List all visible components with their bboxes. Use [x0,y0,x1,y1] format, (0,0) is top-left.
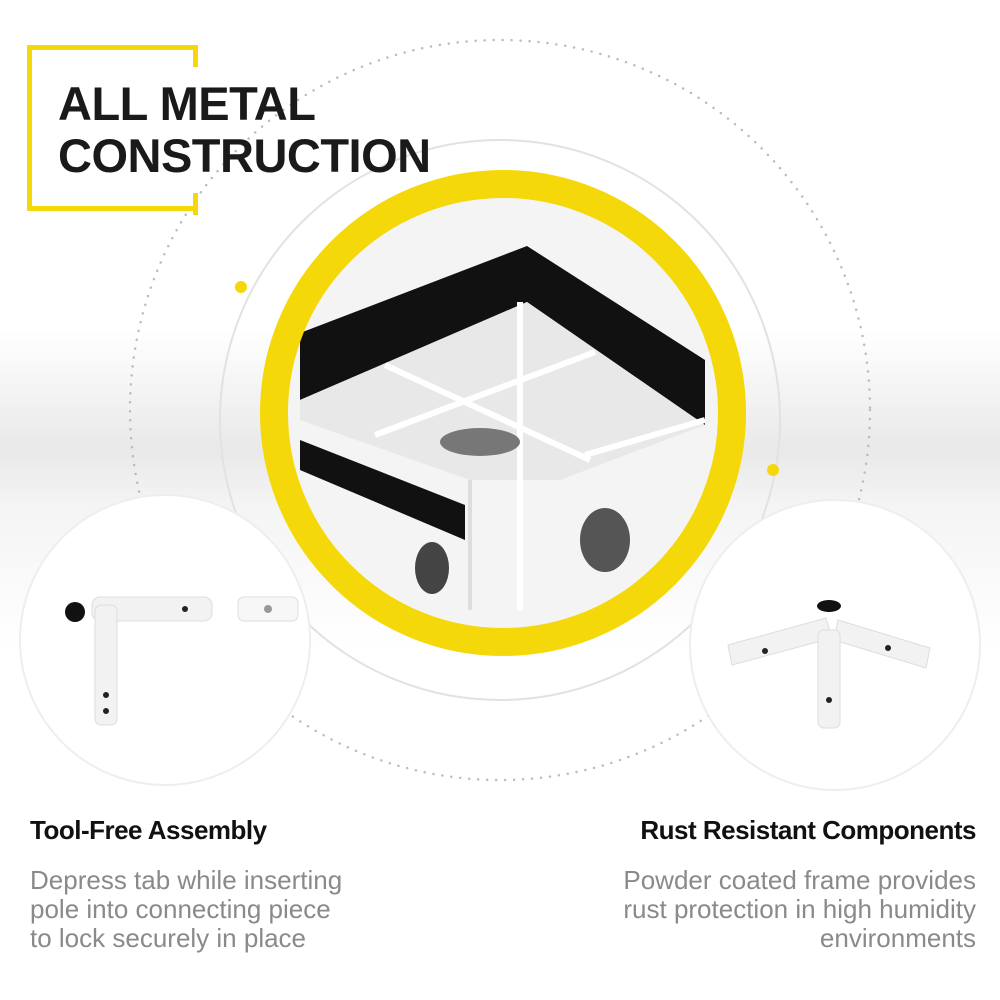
feature-desc-rust-resistant: Powder coated frame provides rust protec… [623,866,976,953]
yellow-ring [260,170,746,656]
heading-frame [27,45,198,211]
elbow-connector [65,596,299,726]
three-way-connector [727,600,931,729]
accent-dot [767,464,779,476]
desc-line: pole into connecting piece [30,894,331,924]
dotted-orbit [128,38,872,782]
desc-line: rust protection in high humidity [623,894,976,924]
feature-desc-tool-free: Depress tab while inserting pole into co… [30,866,342,953]
connector-photo-left [19,494,311,786]
title-line-2: CONSTRUCTION [58,129,431,182]
tent-corner-photo [287,197,719,629]
feature-title-tool-free: Tool-Free Assembly [30,815,267,845]
desc-line: to lock securely in place [30,923,307,953]
feature-title-rust-resistant: Rust Resistant Components [640,815,976,845]
desc-line: environments [819,923,976,953]
thin-ring [219,139,781,701]
desc-line: Depress tab while inserting [30,865,343,895]
desc-line: Powder coated frame provides [623,865,976,895]
title-line-1: ALL METAL [58,77,316,130]
accent-dot [235,281,247,293]
page-title: ALL METAL CONSTRUCTION [58,78,431,182]
